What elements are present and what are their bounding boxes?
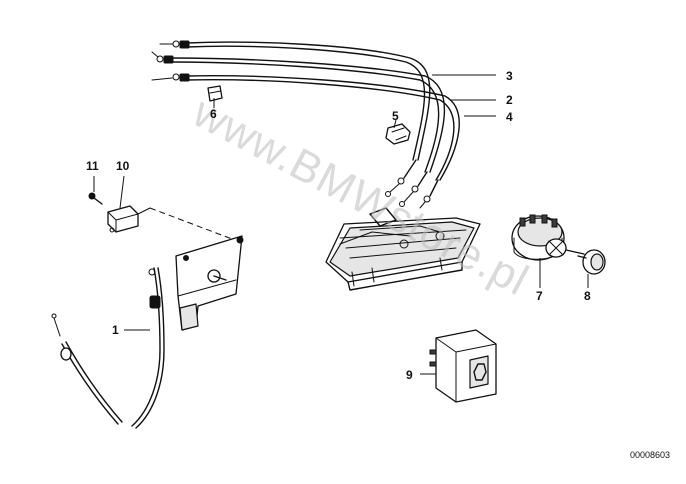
callout-2: 2 (506, 93, 513, 107)
micro-switch-part-10 (107, 205, 151, 233)
screw-part-11 (88, 192, 103, 205)
relay-module-part-9 (429, 329, 497, 403)
callout-7: 7 (536, 289, 543, 303)
callout-10: 10 (116, 159, 130, 173)
bracket-clip-part-5 (385, 123, 411, 145)
callout-5: 5 (392, 109, 399, 123)
assembly-line (149, 207, 241, 243)
callout-3: 3 (506, 69, 513, 83)
heater-control-unit (325, 207, 481, 291)
leader-lines (93, 74, 589, 375)
callout-11: 11 (86, 159, 99, 173)
knob-part-8 (577, 249, 606, 275)
bowden-cable-set (151, 40, 460, 209)
sensor-cable-part-1 (51, 267, 165, 429)
diagram-reference-number: 00008603 (630, 450, 670, 460)
callout-9: 9 (406, 368, 413, 382)
mounting-bracket (175, 235, 244, 331)
clip-part-6 (207, 85, 223, 102)
rotary-switch-part-7 (511, 214, 585, 261)
callout-8: 8 (584, 289, 591, 303)
callout-4: 4 (506, 110, 513, 124)
callout-6: 6 (210, 107, 217, 121)
callout-1: 1 (112, 323, 119, 337)
